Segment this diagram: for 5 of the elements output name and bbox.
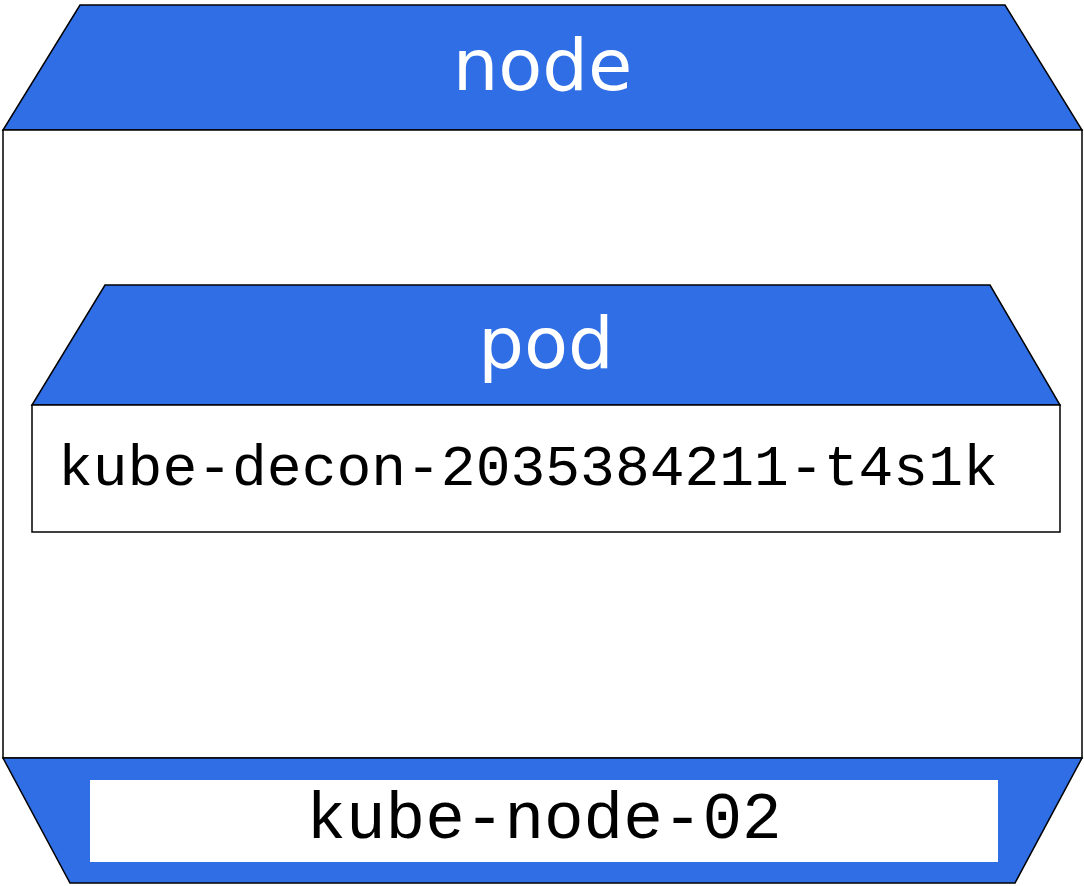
pod-shape <box>32 285 1060 532</box>
node-name: kube-node-02 <box>90 780 998 862</box>
node-shape <box>3 5 1082 883</box>
pod-name: kube-decon-2035384211-t4s1k <box>58 441 998 499</box>
node-title: node <box>451 29 634 101</box>
